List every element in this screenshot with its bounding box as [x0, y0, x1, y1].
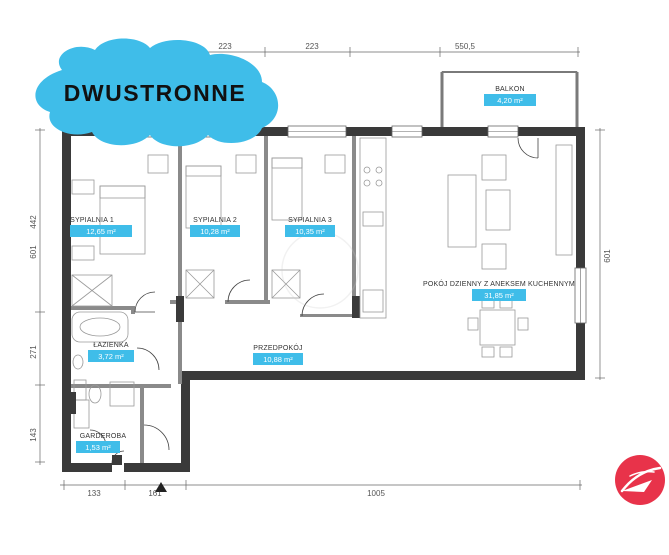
room-name: SYPIALNIA 2	[193, 217, 237, 224]
dwustronne-badge: DWUSTRONNE	[35, 38, 279, 147]
wall-fixture	[68, 392, 76, 414]
area-label-bg	[253, 353, 303, 365]
room-area: 1,53 m²	[85, 443, 111, 452]
room-name: BALKON	[495, 86, 525, 93]
room-name: SYPIALNIA 3	[288, 217, 332, 224]
room-area: 31,85 m²	[484, 291, 514, 300]
room-name: PRZEDPOKÓJ	[253, 343, 302, 352]
wall-fixture	[112, 455, 122, 465]
dim-bottom-2: 161	[148, 489, 162, 498]
area-label-bg	[76, 441, 120, 453]
dim-left-2: 601	[29, 245, 38, 259]
badge-label: DWUSTRONNE	[64, 80, 246, 106]
area-label-bg	[484, 94, 536, 106]
room-name: SYPIALNIA 1	[70, 217, 114, 224]
dim-top-2: 223	[305, 42, 319, 51]
area-label-bg	[190, 225, 240, 237]
dim-right-1: 601	[603, 249, 612, 263]
area-label-bg	[70, 225, 132, 237]
dim-bottom-1: 133	[87, 489, 101, 498]
room-labels: SYPIALNIA 1 12,65 m² SYPIALNIA 2 10,28 m…	[70, 86, 575, 453]
room-area: 10,35 m²	[295, 227, 325, 236]
dim-left-1: 442	[29, 215, 38, 229]
interior-walls	[71, 136, 356, 463]
area-label-bg	[472, 289, 526, 301]
dim-top-3: 550,5	[455, 42, 476, 51]
furniture	[71, 137, 573, 429]
bearing-column	[176, 296, 184, 322]
brand-logo-icon	[615, 455, 665, 505]
room-area: 10,88 m²	[263, 355, 293, 364]
dim-top-1: 223	[218, 42, 232, 51]
room-name: ŁAZIENKA	[93, 342, 129, 349]
doors	[89, 137, 539, 464]
area-label-bg	[88, 350, 134, 362]
dimension-lines: 223 223 550,5 133 161 1005 442 601 271 1…	[29, 42, 612, 498]
bearing-column	[352, 296, 360, 318]
dim-bottom-3: 1005	[367, 489, 385, 498]
room-area: 12,65 m²	[86, 227, 116, 236]
room-area: 4,20 m²	[497, 96, 523, 105]
area-label-bg	[285, 225, 335, 237]
room-name: GARDEROBA	[80, 433, 127, 440]
dim-left-4: 143	[29, 428, 38, 442]
dim-left-3: 271	[29, 345, 38, 359]
room-name: POKÓJ DZIENNY Z ANEKSEM KUCHENNYM	[423, 279, 575, 288]
room-area: 3,72 m²	[98, 352, 124, 361]
entrance-arrow-icon	[155, 482, 167, 492]
room-area: 10,28 m²	[200, 227, 230, 236]
